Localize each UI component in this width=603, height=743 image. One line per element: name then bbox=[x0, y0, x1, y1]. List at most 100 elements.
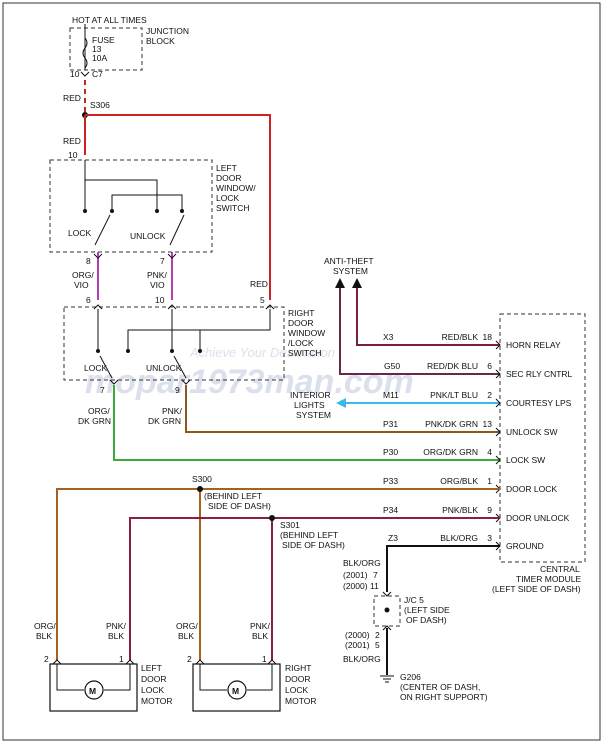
right-motor-icon bbox=[227, 680, 247, 700]
left-contact-3 bbox=[155, 209, 159, 213]
module-connector-2 bbox=[495, 398, 501, 408]
motor-r-label-4: MOTOR bbox=[285, 696, 316, 706]
central-module-label-2: TIMER MODULE bbox=[516, 574, 582, 584]
right-switch-label-2: DOOR bbox=[288, 318, 314, 328]
junction-block-label: JUNCTION bbox=[146, 26, 189, 36]
pin-5: 5 bbox=[260, 295, 265, 305]
motor-l-wire-1b: BLK bbox=[36, 631, 52, 641]
junction-block bbox=[69, 27, 143, 71]
left-motor-icon bbox=[84, 680, 104, 700]
interior-lights-label-3: SYSTEM bbox=[296, 410, 331, 420]
left-unlock-label: UNLOCK bbox=[130, 231, 166, 241]
motor-r-label-1: RIGHT bbox=[285, 663, 311, 673]
splice-s300-label: S300 bbox=[192, 474, 212, 484]
right-switch-arm-2 bbox=[173, 355, 187, 379]
right-contact-4 bbox=[198, 349, 202, 353]
motor-r-label-2: DOOR bbox=[285, 674, 311, 684]
left-motor-lead-1 bbox=[56, 664, 84, 691]
org-dkgrn-label-2: DK GRN bbox=[78, 416, 111, 426]
motor-l-wire-1a: ORG/ bbox=[34, 621, 56, 631]
right-switch-arm-1 bbox=[99, 355, 113, 379]
motor-r-label-3: LOCK bbox=[285, 685, 308, 695]
pnk-dkgrn-label-2: DK GRN bbox=[148, 416, 181, 426]
pnk-dkgrn-label-1: PNK/ bbox=[162, 406, 182, 416]
motor-l-wire-2a: PNK/ bbox=[106, 621, 126, 631]
pin-10-top: 10 bbox=[68, 150, 78, 160]
red-wire-right bbox=[85, 114, 271, 300]
conn-arrow-7b bbox=[109, 379, 119, 385]
motor-l-pin-1: 1 bbox=[119, 654, 124, 664]
pnk-vio-label-2: VIO bbox=[150, 280, 165, 290]
left-door-switch-box bbox=[49, 159, 213, 253]
conn-arrow-9 bbox=[181, 379, 191, 385]
motor-l-arrow-2 bbox=[125, 659, 135, 665]
conn-arrow-10 bbox=[167, 304, 177, 310]
year-2000-b: (2000) bbox=[345, 630, 370, 640]
pin-5b: 5 bbox=[375, 640, 380, 650]
junction-block-label-2: BLOCK bbox=[146, 36, 175, 46]
right-motor-lead-1 bbox=[199, 664, 227, 691]
module-wire-color-4: ORG/DK GRN bbox=[423, 447, 478, 457]
ground-g206-label: G206 bbox=[400, 672, 421, 682]
jc5-label-2: (LEFT SIDE bbox=[404, 605, 450, 615]
conn-arrow-7 bbox=[167, 253, 177, 259]
hot-at-all-times-label: HOT AT ALL TIMES bbox=[72, 15, 147, 25]
ground-label-2: (CENTER OF DASH, bbox=[400, 682, 480, 692]
pnk-blk-wire bbox=[129, 517, 500, 660]
motor-l-wire-2b: BLK bbox=[108, 631, 124, 641]
left-contact-1 bbox=[83, 209, 87, 213]
splice-s300 bbox=[197, 486, 203, 492]
pin-7b: 7 bbox=[100, 385, 105, 395]
central-module-label-3: (LEFT SIDE OF DASH) bbox=[492, 584, 581, 594]
right-lock-motor bbox=[192, 663, 281, 712]
module-wire-color-3: PNK/DK GRN bbox=[425, 419, 478, 429]
module-function-5: DOOR LOCK bbox=[506, 484, 557, 494]
jc5-arrow-top bbox=[382, 591, 392, 597]
module-function-0: HORN RELAY bbox=[506, 340, 561, 350]
right-unlock-label: UNLOCK bbox=[146, 363, 182, 373]
fuse-symbol bbox=[82, 37, 88, 69]
right-motor-symbol: M bbox=[232, 686, 239, 696]
left-switch-arm-2 bbox=[169, 214, 185, 246]
org-vio-label-1: ORG/ bbox=[72, 270, 94, 280]
ground-label-3: ON RIGHT SUPPORT) bbox=[400, 692, 488, 702]
module-pin-5: 1 bbox=[487, 476, 492, 486]
right-contact-2 bbox=[126, 349, 130, 353]
module-circuit-0: X3 bbox=[383, 332, 394, 342]
module-wire-color-2: PNK/LT BLU bbox=[430, 390, 478, 400]
module-function-6: DOOR UNLOCK bbox=[506, 513, 570, 523]
motor-r-wire-1b: BLK bbox=[178, 631, 194, 641]
motor-r-wire-1a: ORG/ bbox=[176, 621, 198, 631]
module-function-7: GROUND bbox=[506, 541, 544, 551]
motor-l-pin-2: 2 bbox=[44, 654, 49, 664]
left-switch-label-4: LOCK bbox=[216, 193, 239, 203]
left-lock-label: LOCK bbox=[68, 228, 91, 238]
central-timer-module bbox=[499, 313, 586, 563]
fuse-rating: 10A bbox=[92, 53, 107, 63]
module-connector-4 bbox=[495, 455, 501, 465]
red-wire-label-2: RED bbox=[63, 136, 81, 146]
motor-l-arrow-1 bbox=[52, 659, 62, 665]
behind-left-label-3: (BEHIND LEFT bbox=[280, 530, 338, 540]
motor-l-label-2: DOOR bbox=[141, 674, 167, 684]
interior-lights-label-2: LIGHTS bbox=[294, 400, 325, 410]
watermark-site: mopar1973man.com bbox=[85, 363, 414, 401]
pin-7c: 7 bbox=[373, 570, 378, 580]
org-blk-wire bbox=[56, 488, 500, 660]
behind-left-label-4: SIDE OF DASH) bbox=[282, 540, 345, 550]
blk-org-label-2: BLK/ORG bbox=[343, 654, 381, 664]
right-switch-label-3: WINDOW bbox=[288, 328, 325, 338]
module-wire-color-1: RED/DK BLU bbox=[427, 361, 478, 371]
left-switch-label-1: LEFT bbox=[216, 163, 237, 173]
motor-r-pin-1: 1 bbox=[262, 654, 267, 664]
left-switch-label-5: SWITCH bbox=[216, 203, 250, 213]
module-pin-1: 6 bbox=[487, 361, 492, 371]
watermark-tagline: Achieve Your Destination bbox=[189, 345, 335, 360]
module-pin-7: 3 bbox=[487, 533, 492, 543]
central-module-label-1: CENTRAL bbox=[540, 564, 580, 574]
left-lock-motor bbox=[49, 663, 138, 712]
motor-r-arrow-1 bbox=[195, 659, 205, 665]
left-contact-4 bbox=[180, 209, 184, 213]
pin-7a: 7 bbox=[160, 256, 165, 266]
interior-lights-arrow bbox=[336, 398, 346, 408]
